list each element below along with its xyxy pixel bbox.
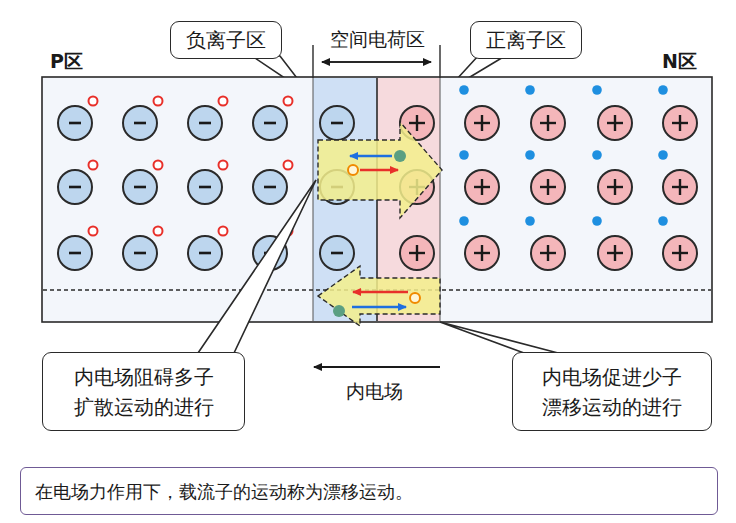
note-box: 在电场力作用下，载流子的运动称为漂移运动。 — [20, 467, 718, 515]
callout-box: 正离子区 — [470, 21, 582, 59]
callout-box: 内电场阻碍多子扩散运动的进行 — [42, 352, 245, 431]
electron-arrow — [350, 155, 392, 157]
drift-arrow — [318, 266, 440, 326]
bracket-line — [312, 45, 313, 78]
callout-tail — [440, 322, 558, 353]
region-label: N区 — [662, 50, 697, 73]
callout-box: 内电场促进少子漂移运动的进行 — [512, 352, 712, 431]
field-label: 内电场 — [346, 380, 403, 403]
callout-text: 内电场阻碍多子扩散运动的进行 — [72, 362, 216, 422]
width-arrow — [322, 61, 431, 63]
bracket-line — [439, 45, 440, 78]
region-label: P区 — [50, 50, 83, 73]
diffusion-arrow — [318, 122, 442, 218]
note-text: 在电场力作用下，载流子的运动称为漂移运动。 — [35, 478, 413, 505]
hole-dot — [348, 165, 358, 175]
region-border — [313, 78, 314, 321]
electron-dot — [333, 305, 345, 317]
callout-tail — [198, 180, 316, 353]
positive-ions — [400, 106, 697, 270]
callout-text: 内电场促进少子漂移运动的进行 — [540, 362, 684, 422]
field-arrow — [314, 366, 440, 368]
electron-arrow — [352, 306, 406, 308]
holes — [89, 97, 293, 236]
callout-text: 正离子区 — [486, 25, 566, 55]
width-arrow — [322, 61, 431, 63]
hole-dot — [410, 293, 420, 303]
electrons — [459, 85, 668, 226]
region-label: 空间电荷区 — [330, 28, 425, 51]
electron-dot — [394, 150, 406, 162]
hole-arrow — [353, 291, 408, 293]
hole-arrow — [360, 169, 398, 171]
callout-text: 负离子区 — [186, 25, 266, 55]
callout-box: 负离子区 — [170, 21, 282, 59]
